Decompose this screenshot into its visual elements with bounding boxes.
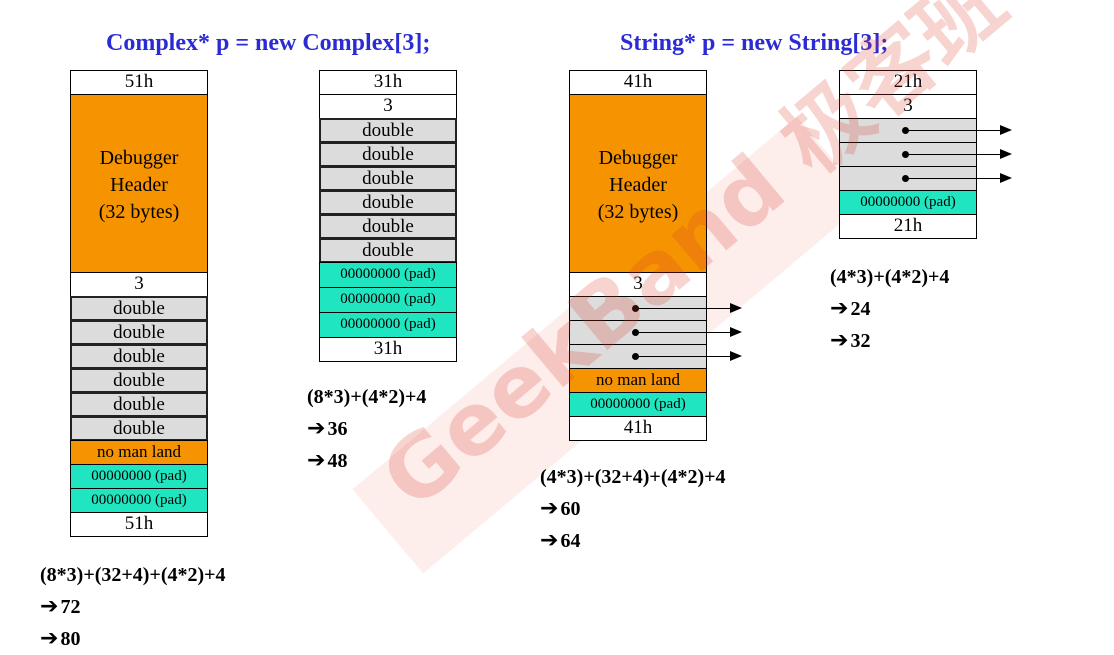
pointer-dot <box>902 127 909 134</box>
calc-result: ➔32 <box>830 325 949 357</box>
pointer-dot <box>902 175 909 182</box>
title-complex: Complex* p = new Complex[3]; <box>106 30 431 56</box>
pad-cell: 00000000 (pad) <box>319 262 457 288</box>
pad-cell: 00000000 (pad) <box>839 190 977 215</box>
pointer-arrowhead <box>1000 173 1012 183</box>
size-calc-complex-release: (8*3)+(4*2)+4 ➔36 ➔48 <box>307 382 426 477</box>
calc-expression: (8*3)+(32+4)+(4*2)+4 <box>40 564 226 586</box>
calc-result: ➔24 <box>830 293 949 325</box>
pointer-cell <box>839 166 1012 191</box>
header-line: Header <box>110 174 168 196</box>
cookie-top: 21h <box>839 70 977 95</box>
double-cell: double <box>319 142 457 167</box>
calc-expression: (8*3)+(4*2)+4 <box>307 386 427 408</box>
double-cell: double <box>319 238 457 263</box>
cookie-bottom: 51h <box>70 512 208 537</box>
memory-block-string-release: 21h 3 00000000 (pad) 21h <box>839 70 1012 239</box>
double-cell: double <box>70 296 208 321</box>
pointer-dot <box>632 353 639 360</box>
calc-result: ➔60 <box>540 493 726 525</box>
cookie-bottom: 31h <box>319 337 457 362</box>
header-line: Debugger <box>99 147 179 169</box>
pad-cell: 00000000 (pad) <box>70 488 208 513</box>
pointer-dot <box>632 305 639 312</box>
pointer-line <box>636 332 740 333</box>
cookie-bottom: 21h <box>839 214 977 239</box>
pointer-line <box>906 178 1010 179</box>
no-man-land: no man land <box>70 440 208 465</box>
cookie-bottom: 41h <box>569 416 707 441</box>
array-count: 3 <box>319 94 457 119</box>
double-cell: double <box>70 344 208 369</box>
pointer-dot <box>902 151 909 158</box>
calc-expression: (4*3)+(32+4)+(4*2)+4 <box>540 466 726 488</box>
header-line: (32 bytes) <box>597 201 679 223</box>
calc-result: ➔80 <box>40 623 226 655</box>
size-calc-string-debug: (4*3)+(32+4)+(4*2)+4 ➔60 ➔64 <box>540 462 726 557</box>
pointer-arrowhead <box>730 351 742 361</box>
arrow-icon: ➔ <box>830 328 849 353</box>
array-count: 3 <box>70 272 208 297</box>
header-line: Debugger <box>598 147 678 169</box>
calc-result: ➔48 <box>307 445 426 477</box>
pointer-arrowhead <box>1000 125 1012 135</box>
pad-cell: 00000000 (pad) <box>319 287 457 313</box>
pointer-cell <box>569 344 742 369</box>
pointer-arrowhead <box>730 303 742 313</box>
double-cell: double <box>70 392 208 417</box>
calc-result: ➔36 <box>307 413 426 445</box>
pointer-line <box>906 130 1010 131</box>
debugger-header: Debugger Header (32 bytes) <box>569 94 707 273</box>
double-cell: double <box>70 416 208 441</box>
pad-cell: 00000000 (pad) <box>569 392 707 417</box>
double-cell: double <box>70 320 208 345</box>
memory-block-complex-release: 31h 3 double double double double double… <box>319 70 457 362</box>
arrow-icon: ➔ <box>40 626 59 651</box>
arrow-icon: ➔ <box>830 296 849 321</box>
double-cell: double <box>319 190 457 215</box>
calc-result: ➔64 <box>540 525 726 557</box>
pointer-line <box>636 308 740 309</box>
pointer-dot <box>632 329 639 336</box>
arrow-icon: ➔ <box>40 594 59 619</box>
header-line: (32 bytes) <box>98 201 180 223</box>
calc-expression: (4*3)+(4*2)+4 <box>830 266 950 288</box>
pointer-line <box>906 154 1010 155</box>
array-count: 3 <box>569 272 707 297</box>
calc-result: ➔72 <box>40 591 226 623</box>
size-calc-complex-debug: (8*3)+(32+4)+(4*2)+4 ➔72 ➔80 <box>40 560 226 655</box>
pointer-cell <box>839 118 1012 143</box>
pad-cell: 00000000 (pad) <box>319 312 457 338</box>
arrow-icon: ➔ <box>540 528 559 553</box>
arrow-icon: ➔ <box>540 496 559 521</box>
pad-cell: 00000000 (pad) <box>70 464 208 489</box>
array-count: 3 <box>839 94 977 119</box>
memory-block-string-debug: 41h Debugger Header (32 bytes) 3 no man … <box>569 70 742 441</box>
header-line: Header <box>609 174 667 196</box>
cookie-top: 41h <box>569 70 707 95</box>
pointer-cell <box>839 142 1012 167</box>
pointer-arrowhead <box>1000 149 1012 159</box>
arrow-icon: ➔ <box>307 416 326 441</box>
double-cell: double <box>319 214 457 239</box>
title-string: String* p = new String[3]; <box>620 30 889 56</box>
cookie-top: 31h <box>319 70 457 95</box>
pointer-line <box>636 356 740 357</box>
double-cell: double <box>319 166 457 191</box>
double-cell: double <box>70 368 208 393</box>
double-cell: double <box>319 118 457 143</box>
arrow-icon: ➔ <box>307 448 326 473</box>
size-calc-string-release: (4*3)+(4*2)+4 ➔24 ➔32 <box>830 262 949 357</box>
pointer-cell <box>569 320 742 345</box>
pointer-cell <box>569 296 742 321</box>
debugger-header: Debugger Header (32 bytes) <box>70 94 208 273</box>
no-man-land: no man land <box>569 368 707 393</box>
cookie-top: 51h <box>70 70 208 95</box>
pointer-arrowhead <box>730 327 742 337</box>
memory-block-complex-debug: 51h Debugger Header (32 bytes) 3 double … <box>70 70 208 537</box>
